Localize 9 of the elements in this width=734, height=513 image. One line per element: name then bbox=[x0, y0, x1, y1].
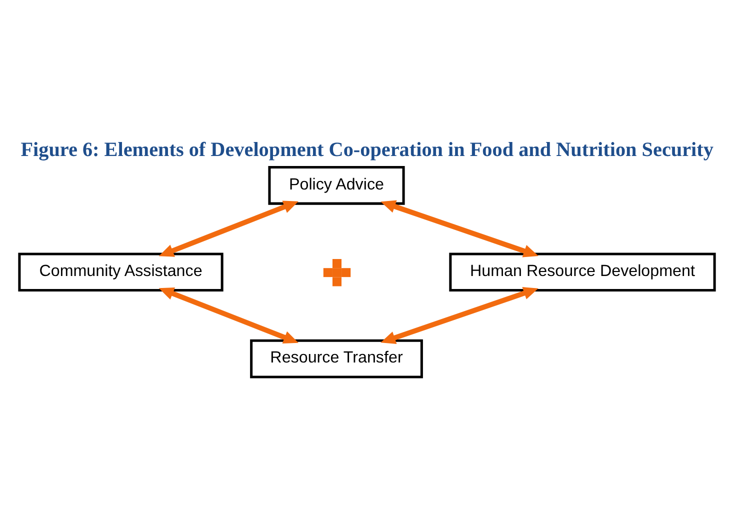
node-box: Resource Transfer bbox=[250, 338, 423, 378]
node-box: Policy Advice bbox=[268, 166, 405, 204]
node-box: Community Assistance bbox=[18, 252, 224, 292]
arrow bbox=[380, 286, 538, 344]
node-box: Human Resource Development bbox=[449, 252, 716, 292]
arrow bbox=[158, 286, 298, 344]
arrow bbox=[380, 200, 538, 257]
arrow bbox=[158, 200, 298, 256]
diagram-title: Figure 6: Elements of Development Co-operation in Food and Nutrition Security bbox=[20, 138, 714, 161]
